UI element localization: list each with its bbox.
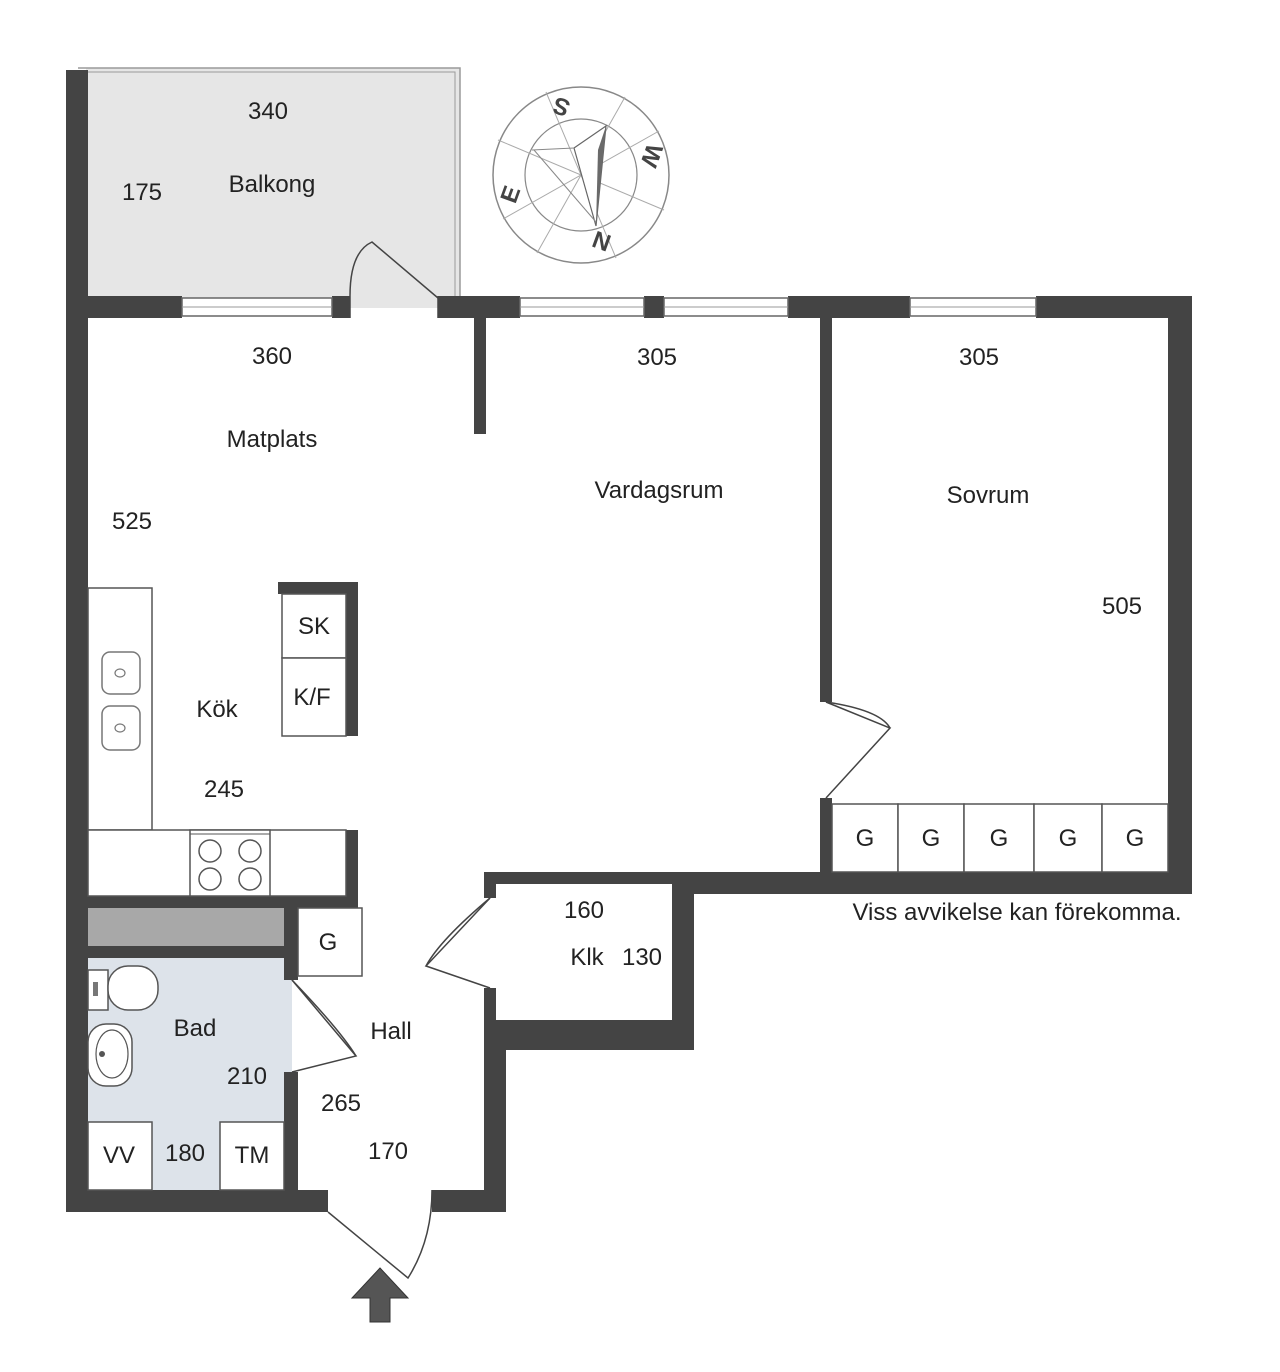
sovrum-name: Sovrum (947, 482, 1030, 509)
wardrobe-g-1: G (856, 825, 875, 852)
washbasin-icon (87, 1023, 133, 1087)
tm-label: TM (235, 1142, 270, 1169)
tm-unit (219, 1121, 285, 1191)
bathroom-shelf (86, 908, 286, 946)
toilet-icon (87, 965, 159, 1011)
compass-s: S (549, 91, 573, 122)
vardagsrum-width: 305 (637, 344, 677, 371)
wardrobe-g-5: G (1126, 825, 1145, 852)
bedroom-wardrobes (831, 803, 1169, 873)
hall-name: Hall (370, 1018, 411, 1045)
klk-name: Klk (570, 944, 604, 971)
hall-wardrobe (297, 907, 363, 977)
wardrobe-g-4: G (1059, 825, 1078, 852)
balcony-railing (78, 67, 461, 298)
compass-e: E (495, 182, 526, 206)
disclaimer: Viss avvikelse kan förekomma. (852, 899, 1181, 926)
sk-label: SK (298, 613, 330, 640)
bad-dim-a: 210 (227, 1063, 267, 1090)
compass-w: W (634, 140, 667, 171)
balcony-railing-inner (86, 71, 456, 298)
wardrobe-g-3: G (990, 825, 1009, 852)
sk-cabinet (281, 593, 347, 659)
wardrobe-g-2: G (922, 825, 941, 852)
balcony-floor (86, 68, 460, 308)
sovrum-width: 305 (959, 344, 999, 371)
sovrum-depth: 505 (1102, 593, 1142, 620)
kf-label: K/F (293, 684, 330, 711)
matplats-depth: 525 (112, 508, 152, 535)
sink-icon (101, 651, 141, 751)
balkong-width: 340 (248, 98, 288, 125)
klk-width: 160 (564, 897, 604, 924)
vv-unit (87, 1121, 153, 1191)
balkong-depth: 175 (122, 179, 162, 206)
kf-cabinet (281, 657, 347, 737)
compass-n: N (589, 226, 615, 257)
matplats-name: Matplats (227, 426, 318, 453)
doors (291, 241, 892, 1280)
bad-name: Bad (174, 1015, 217, 1042)
matplats-width: 360 (252, 343, 292, 370)
kok-dim: 245 (204, 776, 244, 803)
balkong-name: Balkong (229, 171, 316, 198)
stove-icon (189, 829, 271, 897)
entrance-arrow-icon (350, 1267, 410, 1323)
hall-dim-b: 170 (368, 1138, 408, 1165)
kok-name: Kök (196, 696, 238, 723)
hall-wardrobe-label: G (319, 929, 338, 956)
vv-label: VV (103, 1142, 135, 1169)
compass-icon (492, 86, 670, 264)
vardagsrum-name: Vardagsrum (595, 477, 724, 504)
walls (66, 70, 1192, 1212)
hall-dim-a: 265 (321, 1090, 361, 1117)
windows (181, 297, 1037, 317)
bad-dim-b: 180 (165, 1140, 205, 1167)
klk-depth: 130 (622, 944, 662, 971)
kitchen-counter (87, 587, 347, 897)
